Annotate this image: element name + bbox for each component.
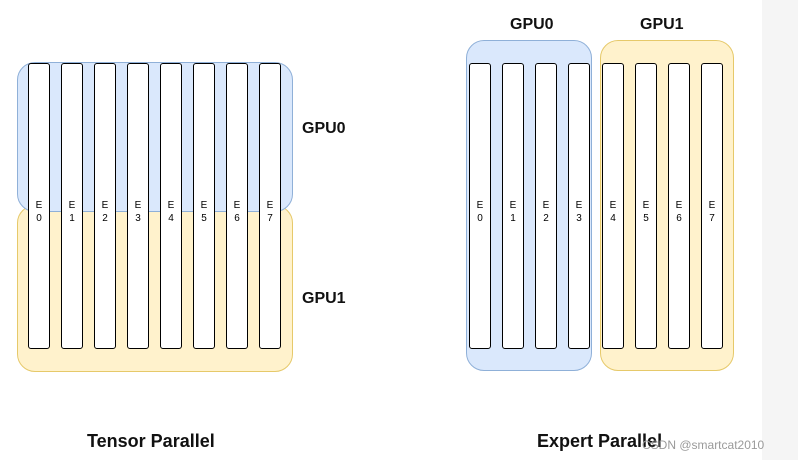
expert-parallel-caption: Expert Parallel: [537, 431, 663, 451]
expert-letter: E: [476, 200, 484, 211]
expert-letter: E: [167, 200, 175, 211]
expert-index: 3: [576, 213, 582, 224]
expert-letter: E: [708, 200, 716, 211]
expert-letter: E: [509, 200, 517, 211]
tp-gpu1-label: GPU1: [302, 290, 346, 307]
expert-index: 6: [676, 213, 682, 224]
ep-gpu1-label: GPU1: [640, 16, 684, 33]
expert-letter: E: [35, 200, 43, 211]
expert-index: 5: [643, 213, 649, 224]
expert-letter: E: [68, 200, 76, 211]
expert-index: 1: [510, 213, 516, 224]
expert-letter: E: [101, 200, 109, 211]
expert-letter: E: [266, 200, 274, 211]
expert-letter: E: [542, 200, 550, 211]
expert-index: 2: [102, 213, 108, 224]
expert-index: 3: [135, 213, 141, 224]
expert-letter: E: [609, 200, 617, 211]
expert-letter: E: [575, 200, 583, 211]
tp-gpu0-region: [17, 62, 293, 212]
watermark: CSDN @smartcat2010: [642, 438, 765, 452]
expert-index: 0: [477, 213, 483, 224]
expert-index: 5: [201, 213, 207, 224]
expert-index: 2: [543, 213, 549, 224]
expert-index: 0: [36, 213, 42, 224]
expert-index: 4: [168, 213, 174, 224]
expert-letter: E: [233, 200, 241, 211]
tp-gpu1-region: [17, 205, 293, 372]
ep-gpu0-label: GPU0: [510, 16, 554, 33]
expert-letter: E: [675, 200, 683, 211]
tp-gpu0-label: GPU0: [302, 120, 346, 137]
expert-index: 1: [69, 213, 75, 224]
expert-index: 4: [610, 213, 616, 224]
expert-letter: E: [200, 200, 208, 211]
tensor-parallel-caption: Tensor Parallel: [87, 431, 215, 451]
expert-index: 7: [267, 213, 273, 224]
expert-index: 7: [709, 213, 715, 224]
page-edge-strip: [762, 0, 798, 460]
expert-letter: E: [642, 200, 650, 211]
expert-letter: E: [134, 200, 142, 211]
expert-index: 6: [234, 213, 240, 224]
